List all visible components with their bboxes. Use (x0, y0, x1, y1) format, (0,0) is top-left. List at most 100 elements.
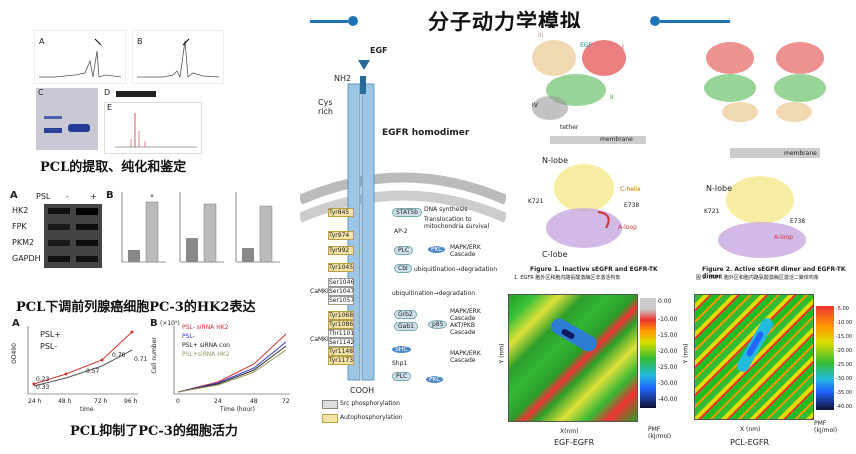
struct-label: tether (560, 124, 579, 131)
panel-label-a: A (10, 190, 18, 201)
psl-plus: + (90, 192, 97, 201)
colorbar-label: -15.00 (658, 332, 678, 339)
axis-label-y: Cell number (150, 337, 158, 374)
outcome-label: MAPK/ERK Cascade (450, 244, 481, 258)
caption-extraction: PCL的提取、纯化和鉴定 (40, 160, 187, 175)
protein-p85: p85 (428, 320, 448, 329)
outcome-label: ubiquitination→degradation (392, 290, 476, 297)
chromatogram-a (39, 38, 122, 78)
legend-src (322, 400, 338, 409)
site-label: Tyr1173 (328, 356, 354, 365)
colorbar-unit: PMF (kJ/mol) (814, 420, 838, 434)
colorbar-label: -15.00 (836, 334, 853, 340)
gel-band (44, 128, 62, 133)
axis-label-x: time (80, 406, 94, 413)
legend-item: PSL- siRNA HK2 (182, 324, 229, 331)
tick-label: 48 h (58, 398, 72, 405)
data-label: 0.57 (86, 368, 100, 375)
series-psl-plus (33, 331, 133, 385)
axis-label-y: Y (nm) (682, 343, 690, 364)
outcome-label: AKT/PKB Cascade (450, 322, 476, 336)
bar (128, 250, 140, 262)
struct-label: N-lobe (706, 184, 732, 193)
site-list: Tyr845 Tyr974 Tyr992 Tyr1045 Ser1046 Ser… (328, 208, 354, 365)
psl-label: PSL (36, 192, 51, 201)
axis-label-x: X (nm) (740, 426, 761, 433)
struct-label: A-loop (774, 234, 793, 241)
struct-label: E738 (624, 202, 640, 209)
struct-label: membrane (784, 150, 817, 157)
legend-item: PSL+ (40, 330, 62, 339)
chromatogram-b (137, 38, 220, 79)
colorbar-label: -20.00 (836, 348, 853, 354)
cooh-label: COOH (350, 386, 375, 395)
egf-label: EGF (370, 46, 388, 55)
protein-cbl: Cbl (394, 264, 412, 273)
protein-ribbon (704, 42, 826, 258)
outcome-label: Translocation to mitochondria survival (424, 216, 490, 230)
protein-plc: PLC (392, 372, 412, 381)
figure-caption: Figure 2. Active sEGFR dimer and EGFR-TK… (702, 266, 846, 280)
cys-rich-label: Cys rich (318, 98, 333, 116)
struct-label: C-lobe (542, 250, 568, 259)
data-label: 0.33 (36, 384, 50, 391)
protein-shc: SHC (392, 346, 411, 353)
struct-label: EGF (580, 42, 592, 49)
nh2-label: NH2 (334, 74, 352, 83)
legend-label: Src phosphorylation (340, 400, 400, 407)
header-dot-left (348, 16, 358, 26)
protein-plc: PLC (394, 246, 414, 255)
struct-label: I (622, 44, 624, 51)
outcome-label: MAPK/ERK Cascade (450, 308, 481, 322)
colorbar-label: -20.00 (658, 348, 678, 355)
structure-inactive: III EGF I IV II tether membrane N-lobe K… (514, 28, 658, 264)
header-dot-right (650, 16, 660, 26)
panel-label-d: D (104, 88, 111, 97)
blot-image (44, 204, 102, 268)
colorbar-2 (816, 306, 834, 410)
bar (259, 205, 273, 263)
mass-spectrum (115, 113, 197, 148)
panel-label-a: A (12, 318, 20, 329)
bar (145, 201, 159, 263)
colorbar-label: -30.00 (658, 380, 678, 387)
figure-caption-cn: 1. EGFR 胞外区和胞内酪氨酸激酶区非激活构象 (514, 275, 621, 281)
struct-label: K721 (528, 198, 544, 205)
outcome-label: DNA synthesis (424, 206, 468, 213)
site-label: Ser1047 (328, 287, 355, 296)
legend-label: Autophosphorylation (340, 414, 403, 421)
struct-label: III (538, 32, 544, 39)
gel-band (44, 116, 62, 119)
axis-unit-y: (×10⁵) (160, 320, 180, 327)
bar-chart-hk2: * (121, 192, 166, 263)
spectrum-panel-e: E (104, 102, 202, 154)
panel-label-c: C (38, 88, 44, 97)
struct-label: membrane (600, 136, 633, 143)
colorbar-label: 0.00 (658, 298, 672, 305)
protein-grb2: Grb2 (394, 310, 417, 319)
colorbar-unit: PMF (kJ/mol) (648, 426, 672, 440)
axis-label-x: X(nm) (560, 428, 579, 435)
growth-curve-a (27, 326, 138, 395)
site-label: Tyr1068 (328, 311, 354, 320)
colorbar-label: -30.00 (836, 376, 853, 382)
protein-ap2: AP-2 (394, 228, 408, 235)
pmf-heatmap-egf (508, 294, 638, 422)
struct-label: IV (532, 102, 538, 109)
legend-item: PSL- (182, 333, 195, 340)
growth-curve-b (173, 326, 290, 395)
figure-caption-cn: 图 2. EGFR 胞外区和胞内酪氨酸激酶区激活二聚体构象 (696, 275, 819, 281)
data-label: 0.71 (134, 356, 148, 363)
header-bar-left (310, 20, 348, 23)
protein-shp1: Shp1 (392, 360, 408, 367)
svg-text:*: * (150, 193, 154, 201)
bar (242, 248, 254, 262)
data-label: 0.76 (112, 352, 126, 359)
protein-ribbon (532, 40, 646, 248)
tick-label: 96 h (124, 398, 138, 405)
tick-label: 0 (176, 398, 180, 405)
struct-label: A-loop (618, 224, 637, 231)
site-label: Ser1142 (328, 338, 355, 347)
caption-hk2: PCL下调前列腺癌细胞PC-3的HK2表达 (16, 300, 256, 315)
site-label: Thr1101 (328, 329, 355, 338)
